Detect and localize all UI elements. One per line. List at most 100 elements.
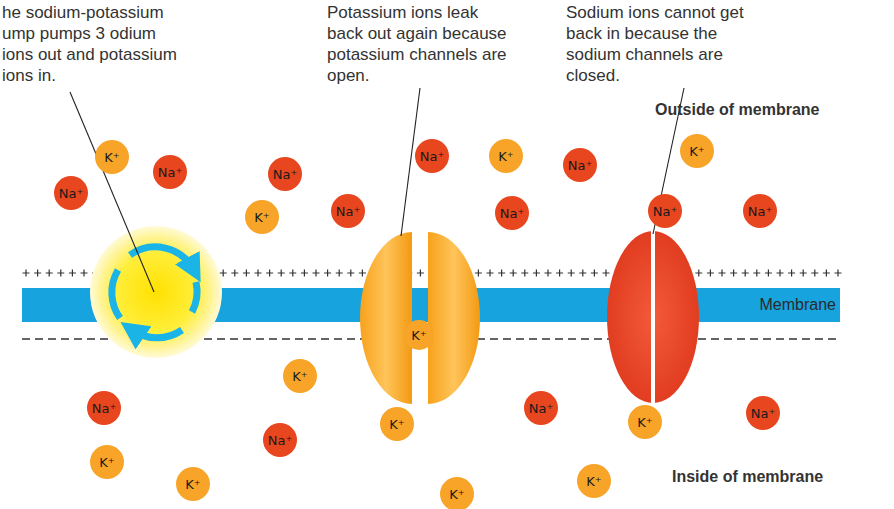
ion-label: K⁺	[389, 418, 404, 431]
plus-sign	[510, 270, 517, 277]
ion-circle: K⁺	[245, 200, 279, 234]
plus-sign	[475, 270, 482, 277]
plus-sign	[695, 270, 702, 277]
ion-circle: Na⁺	[263, 423, 297, 457]
ion-label: Na⁺	[59, 187, 84, 200]
ion-circle: Na⁺	[331, 194, 365, 228]
region-label: Inside of membrane	[672, 466, 890, 487]
plus-sign	[289, 270, 296, 277]
ion-circle: K⁺	[176, 467, 210, 501]
ion-label: K⁺	[185, 478, 200, 491]
plus-sign	[23, 270, 30, 277]
ion-circle: K⁺	[680, 134, 714, 168]
plus-sign	[487, 270, 494, 277]
pump-arrow	[112, 270, 120, 318]
plus-sign	[788, 270, 795, 277]
plus-sign	[347, 270, 354, 277]
region-label: Outside of membrane	[655, 99, 890, 120]
plus-sign	[568, 270, 575, 277]
ion-circle: K⁺	[90, 445, 124, 479]
ion-circle: K⁺	[577, 464, 611, 498]
ion-label: Na⁺	[158, 166, 183, 179]
ion-circle: K⁺	[440, 477, 474, 509]
pump-arrow	[132, 330, 182, 338]
plus-sign	[591, 270, 598, 277]
ion-label: K⁺	[586, 475, 601, 488]
ion-label: K⁺	[104, 151, 119, 164]
plus-sign	[533, 270, 540, 277]
ion-label: Na⁺	[273, 168, 298, 181]
ion-circle: Na⁺	[54, 176, 88, 210]
plus-sign	[823, 270, 830, 277]
ion-label: Na⁺	[268, 434, 293, 447]
ion-circle: K⁺	[404, 320, 434, 350]
plus-sign	[324, 270, 331, 277]
ion-label: K⁺	[292, 370, 307, 383]
membrane-label: Membrane	[760, 296, 836, 314]
plus-sign	[811, 270, 818, 277]
ion-circle: Na⁺	[648, 194, 682, 228]
plus-sign	[57, 270, 64, 277]
potassium-channel	[360, 232, 412, 404]
ion-label: Na⁺	[529, 402, 554, 415]
plus-sign	[34, 270, 41, 277]
plus-sign	[521, 270, 528, 277]
ion-label: Na⁺	[500, 207, 525, 220]
plus-sign	[498, 270, 505, 277]
plus-sign	[556, 270, 563, 277]
callout-text: Potassium ions leak back out again becau…	[327, 2, 509, 86]
sodium-channel-gap	[651, 231, 655, 403]
ion-circle: Na⁺	[495, 196, 529, 230]
plus-sign	[719, 270, 726, 277]
plus-sign	[46, 270, 53, 277]
plus-sign	[707, 270, 714, 277]
ion-circle: Na⁺	[524, 391, 558, 425]
plus-sign	[231, 270, 238, 277]
ion-label: K⁺	[411, 329, 426, 342]
plus-sign	[753, 270, 760, 277]
plus-sign	[545, 270, 552, 277]
ion-label: K⁺	[99, 456, 114, 469]
plus-sign	[266, 270, 273, 277]
ion-circle: Na⁺	[563, 148, 597, 182]
plus-sign	[359, 270, 366, 277]
ion-circle: Na⁺	[415, 139, 449, 173]
plus-sign	[220, 270, 227, 277]
sodium-channel	[607, 231, 699, 403]
plus-sign	[81, 270, 88, 277]
ion-circle: Na⁺	[743, 194, 777, 228]
plus-sign	[730, 270, 737, 277]
ion-label: K⁺	[254, 211, 269, 224]
plus-sign	[255, 270, 262, 277]
ion-label: K⁺	[449, 488, 464, 501]
plus-sign	[313, 270, 320, 277]
plus-sign	[336, 270, 343, 277]
ion-label: Na⁺	[420, 150, 445, 163]
ion-circle: K⁺	[95, 140, 129, 174]
plus-sign	[278, 270, 285, 277]
ion-label: K⁺	[498, 150, 513, 163]
callout-text: he sodium-potassium ump pumps 3 odium io…	[2, 2, 182, 86]
ion-circle: K⁺	[283, 359, 317, 393]
callout-text: Sodium ions cannot get back in because t…	[566, 2, 764, 86]
plus-sign	[742, 270, 749, 277]
potassium-channel	[428, 232, 480, 404]
pump-arrow	[192, 282, 197, 312]
plus-sign	[603, 270, 610, 277]
ion-label: Na⁺	[751, 407, 776, 420]
membrane-band: Membrane	[22, 288, 840, 322]
plus-sign	[800, 270, 807, 277]
ion-label: K⁺	[689, 145, 704, 158]
ion-circle: K⁺	[489, 139, 523, 173]
pump-circle	[90, 226, 222, 358]
plus-sign	[417, 270, 424, 277]
ion-label: Na⁺	[748, 205, 773, 218]
ion-circle: Na⁺	[746, 396, 780, 430]
ion-circle: K⁺	[628, 405, 662, 439]
plus-sign	[579, 270, 586, 277]
plus-sign	[69, 270, 76, 277]
ion-label: Na⁺	[336, 205, 361, 218]
ion-label: Na⁺	[92, 402, 117, 415]
